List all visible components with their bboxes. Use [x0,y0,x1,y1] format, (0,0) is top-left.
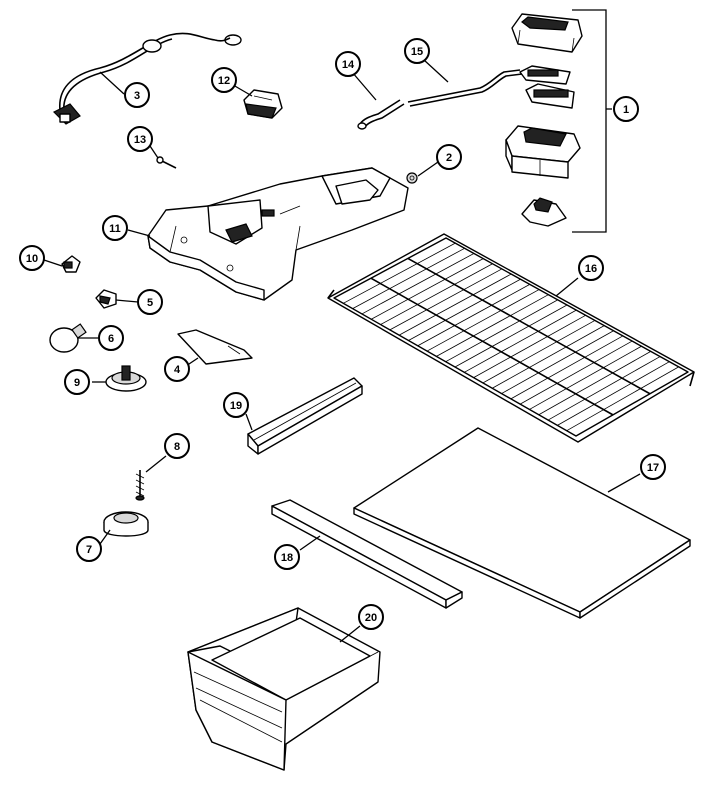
shelf-rod [482,320,596,384]
shelf-rod [352,247,465,309]
part-4-card [177,329,253,365]
part-15-rod [407,69,523,107]
part-1-clip [521,197,567,227]
shelf-rod [473,314,586,378]
part-1-housing-cube [505,125,581,179]
callouts: 1 2 3 4 5 6 7 8 9 10 11 12 13 14 15 16 1… [19,38,666,630]
svg-text:16: 16 [585,263,597,275]
shelf-rods [343,242,679,432]
callout-4: 4 [164,356,190,382]
shelf-rod [417,284,530,347]
part-19-trim [247,377,363,455]
shelf-rod [371,258,484,320]
shelf-rod [454,304,568,368]
svg-text:17: 17 [647,462,659,474]
callout-7: 7 [76,536,102,562]
leader-lines [43,59,641,643]
shelf-rod [529,345,642,410]
svg-text:3: 3 [134,90,140,102]
part-3-harness [52,32,242,125]
callout-8: 8 [164,433,190,459]
callout-5: 5 [137,289,163,315]
shelf-rod [445,299,558,363]
svg-text:19: 19 [230,400,242,412]
part-11-control-housing [147,167,409,301]
shelf-rod [519,340,633,405]
callout-9: 9 [64,369,90,395]
svg-text:9: 9 [74,377,80,389]
svg-text:11: 11 [109,223,121,235]
part-10-knob [61,255,81,273]
shelf-rod [398,273,512,336]
part-7-knob [103,511,149,537]
shelf-rod [510,335,624,400]
callout-15: 15 [404,38,430,64]
svg-text:14: 14 [342,59,355,71]
svg-text:7: 7 [86,544,92,556]
svg-text:12: 12 [218,75,230,87]
callout-14: 14 [335,51,361,77]
part-16-wire-shelf [327,233,695,443]
shelf-rod [408,278,521,341]
shelf-rod [492,325,605,389]
callout-11: 11 [102,215,128,241]
svg-text:1: 1 [623,104,629,116]
shelf-rod [343,242,456,304]
shelf-rod [361,253,475,315]
svg-text:18: 18 [281,552,293,564]
svg-text:8: 8 [174,441,180,453]
shelf-rod [436,294,549,357]
part-1-connector [519,65,575,109]
svg-text:5: 5 [147,297,153,309]
callout-16: 16 [578,255,604,281]
part-1-group [505,9,612,233]
svg-text:20: 20 [365,612,377,624]
shelf-rod [501,330,614,394]
shelf-rod [464,309,577,373]
svg-text:2: 2 [446,152,452,164]
part-13-screw [156,156,177,169]
callout-12: 12 [211,67,237,93]
svg-text:4: 4 [174,364,181,376]
svg-text:15: 15 [411,46,423,58]
callout-17: 17 [640,454,666,480]
shelf-rod [426,289,540,352]
part-2-nut [406,172,418,184]
shelf-rod [389,268,503,331]
part-6-bulb [49,323,87,353]
callout-20: 20 [358,604,384,630]
shelf-rod [380,263,493,325]
part-14-rod [357,99,405,130]
shelf-rod [566,366,679,432]
callout-18: 18 [274,544,300,570]
part-9-damper [105,365,147,392]
callout-1: 1 [613,96,639,122]
svg-text:6: 6 [108,333,114,345]
shelf-crossbar [407,257,651,395]
callout-6: 6 [98,325,124,351]
svg-text:10: 10 [26,253,38,265]
part-18-frame-strip [271,499,463,609]
part-8-screw [135,470,145,501]
shelf-rod [538,351,651,416]
callout-3: 3 [124,82,150,108]
svg-text:13: 13 [134,134,146,146]
callout-2: 2 [436,144,462,170]
part-17-glass-shelf [353,427,691,619]
shelf-rod [547,356,661,421]
callout-13: 13 [127,126,153,152]
callout-10: 10 [19,245,45,271]
shelf-crossbar [370,277,614,416]
part-20-crisper-drawer [187,607,381,771]
shelf-rod [557,361,670,426]
part-5-socket [95,289,117,309]
part-1-housing-top [511,13,583,53]
part-12-relay [243,89,283,119]
callout-19: 19 [223,392,249,418]
